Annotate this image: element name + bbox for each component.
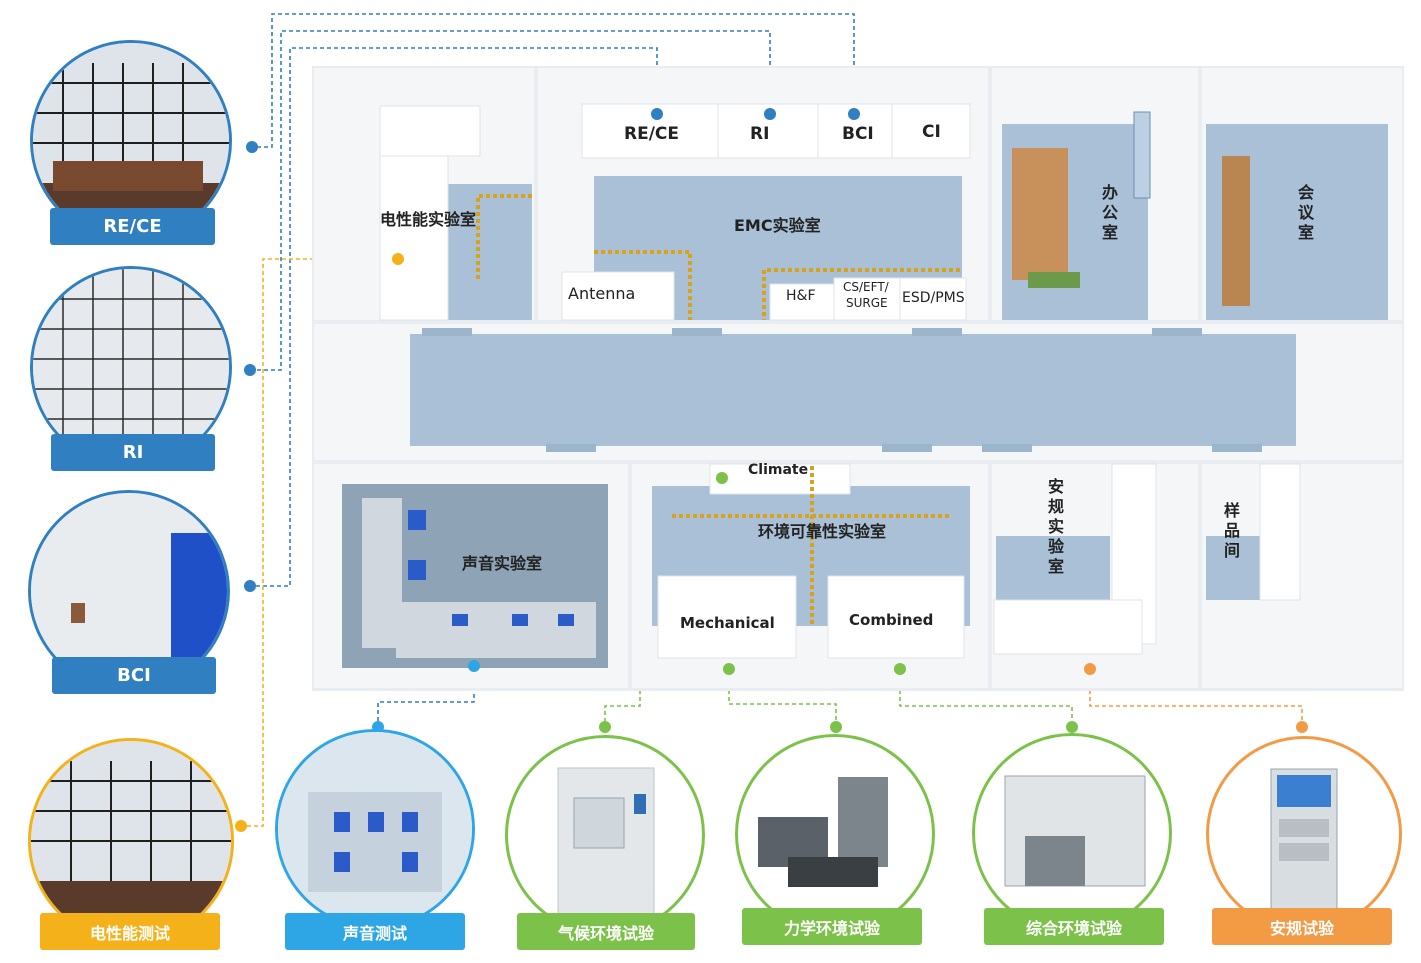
acoustic-chamber-photo [275, 729, 475, 929]
test-badge-mechanical: 力学环境试验 [742, 908, 922, 945]
dot-left-bci [244, 580, 256, 592]
station-climate: Climate [748, 462, 809, 478]
station-combined: Combined [849, 611, 934, 629]
dot-ri [764, 108, 776, 120]
test-badge-ri: RI [51, 434, 215, 471]
test-badge-rece: RE/CE [50, 208, 215, 245]
test-badge-bci: BCI [52, 657, 216, 694]
dot-combined [894, 663, 906, 675]
station-antenna: Antenna [568, 284, 636, 303]
dot-electrical [392, 253, 404, 265]
combined-chamber-photo [972, 733, 1172, 933]
station-esd: ESD/PMS [902, 290, 965, 306]
climate-chamber-photo [505, 735, 705, 935]
shield-door-photo [28, 490, 230, 692]
dot-bottom-safety [1296, 721, 1308, 733]
dot-climate [716, 472, 728, 484]
room-label-safety: 安规实验室 [1045, 478, 1064, 578]
room-label-emc: EMC实验室 [734, 216, 821, 235]
station-cs-line2: SURGE [846, 296, 888, 310]
dot-left-electrical [235, 820, 247, 832]
acoustic-chamber-icon [278, 732, 472, 926]
test-badge-acoustic: 声音测试 [285, 913, 465, 950]
floor-plan: 电性能实验室 EMC实验室 办公室 会议室 声音实验室 环境可靠性实验室 安规实… [312, 66, 1404, 691]
room-label-meeting: 会议室 [1295, 184, 1314, 244]
dot-bottom-climate [599, 721, 611, 733]
dot-acoustic [468, 660, 480, 672]
station-ci: CI [922, 122, 941, 142]
station-rece: RE/CE [624, 124, 680, 144]
test-badge-electrical: 电性能测试 [40, 913, 220, 950]
vibration-shaker-photo [735, 734, 935, 934]
dot-bci [848, 108, 860, 120]
safety-tester-icon [1270, 768, 1338, 920]
station-bci: BCI [842, 124, 874, 144]
dot-bottom-combined [1066, 721, 1078, 733]
dot-left-rece [246, 141, 258, 153]
safety-tester-photo [1206, 736, 1402, 932]
station-ri: RI [750, 124, 770, 144]
dot-mechanical [723, 663, 735, 675]
room-label-environment: 环境可靠性实验室 [758, 522, 887, 541]
climate-chamber-icon [557, 767, 655, 919]
room-label-acoustic: 声音实验室 [462, 554, 543, 573]
dot-left-ri [244, 364, 256, 376]
shielded-room-icon [33, 269, 229, 465]
dot-safety [1084, 663, 1096, 675]
room-label-sample: 样品间 [1221, 502, 1240, 562]
floor-plan-drawing [312, 66, 1404, 691]
test-badge-combined: 综合环境试验 [984, 908, 1164, 945]
dot-bottom-mechanical [830, 721, 842, 733]
electrical-test-icon [31, 741, 231, 941]
room-label-electrical: 电性能实验室 [380, 210, 477, 229]
vibration-shaker-icon [758, 777, 888, 887]
test-badge-climate: 气候环境试验 [517, 913, 695, 950]
room-label-office: 办公室 [1099, 184, 1118, 244]
combined-chamber-icon [1004, 775, 1146, 887]
test-badge-safety: 安规试验 [1212, 908, 1392, 945]
station-mechanical: Mechanical [680, 614, 775, 632]
station-hf: H&F [786, 288, 816, 304]
station-cs-line1: CS/EFT/ [843, 280, 889, 294]
dot-rece [651, 108, 663, 120]
